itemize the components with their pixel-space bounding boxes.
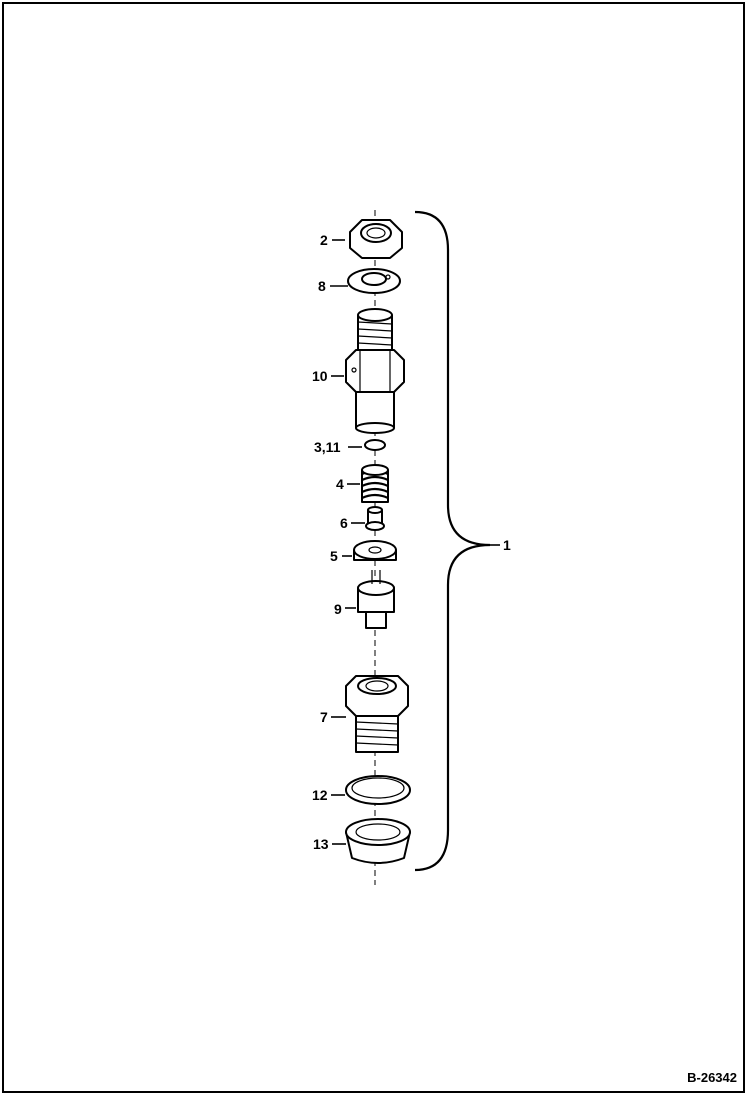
callout-label: 5: [330, 548, 338, 564]
callout-label: 4: [336, 476, 344, 492]
callout-6: 6: [340, 515, 365, 531]
callout-label: 7: [320, 709, 328, 725]
callout-label: 2: [320, 232, 328, 248]
holder-part: [345, 308, 405, 434]
spring-part: [361, 464, 389, 503]
nut-part: [349, 219, 403, 259]
gasket-part: [345, 775, 411, 805]
assembly-brace: [414, 210, 491, 872]
callout-12: 12: [312, 787, 345, 803]
callout-label: 10: [312, 368, 328, 384]
callout-2: 2: [320, 232, 345, 248]
spacer-part: [353, 540, 397, 561]
spindle-part: [365, 506, 385, 531]
callout-label: 3,11: [314, 439, 341, 455]
callout-label: 12: [312, 787, 328, 803]
retaining-nut-part: [345, 675, 409, 753]
callout-label: 13: [313, 836, 329, 852]
callout-8: 8: [318, 278, 348, 294]
callout-10: 10: [312, 368, 344, 384]
sleeve-part: [345, 818, 411, 864]
figure-id: B-26342: [687, 1070, 737, 1085]
callout-4: 4: [336, 476, 360, 492]
callout-label: 9: [334, 601, 342, 617]
assembly-callout: 1: [503, 537, 511, 553]
callout-7: 7: [320, 709, 346, 725]
shim-part: [364, 439, 386, 451]
callout-13: 13: [313, 836, 346, 852]
washer-part: [347, 268, 401, 294]
nozzle-part: [357, 570, 395, 629]
callout-label: 6: [340, 515, 348, 531]
callout-9: 9: [334, 601, 356, 617]
callout-3-11: 3,11: [314, 439, 362, 455]
callout-5: 5: [330, 548, 352, 564]
callout-label: 8: [318, 278, 326, 294]
